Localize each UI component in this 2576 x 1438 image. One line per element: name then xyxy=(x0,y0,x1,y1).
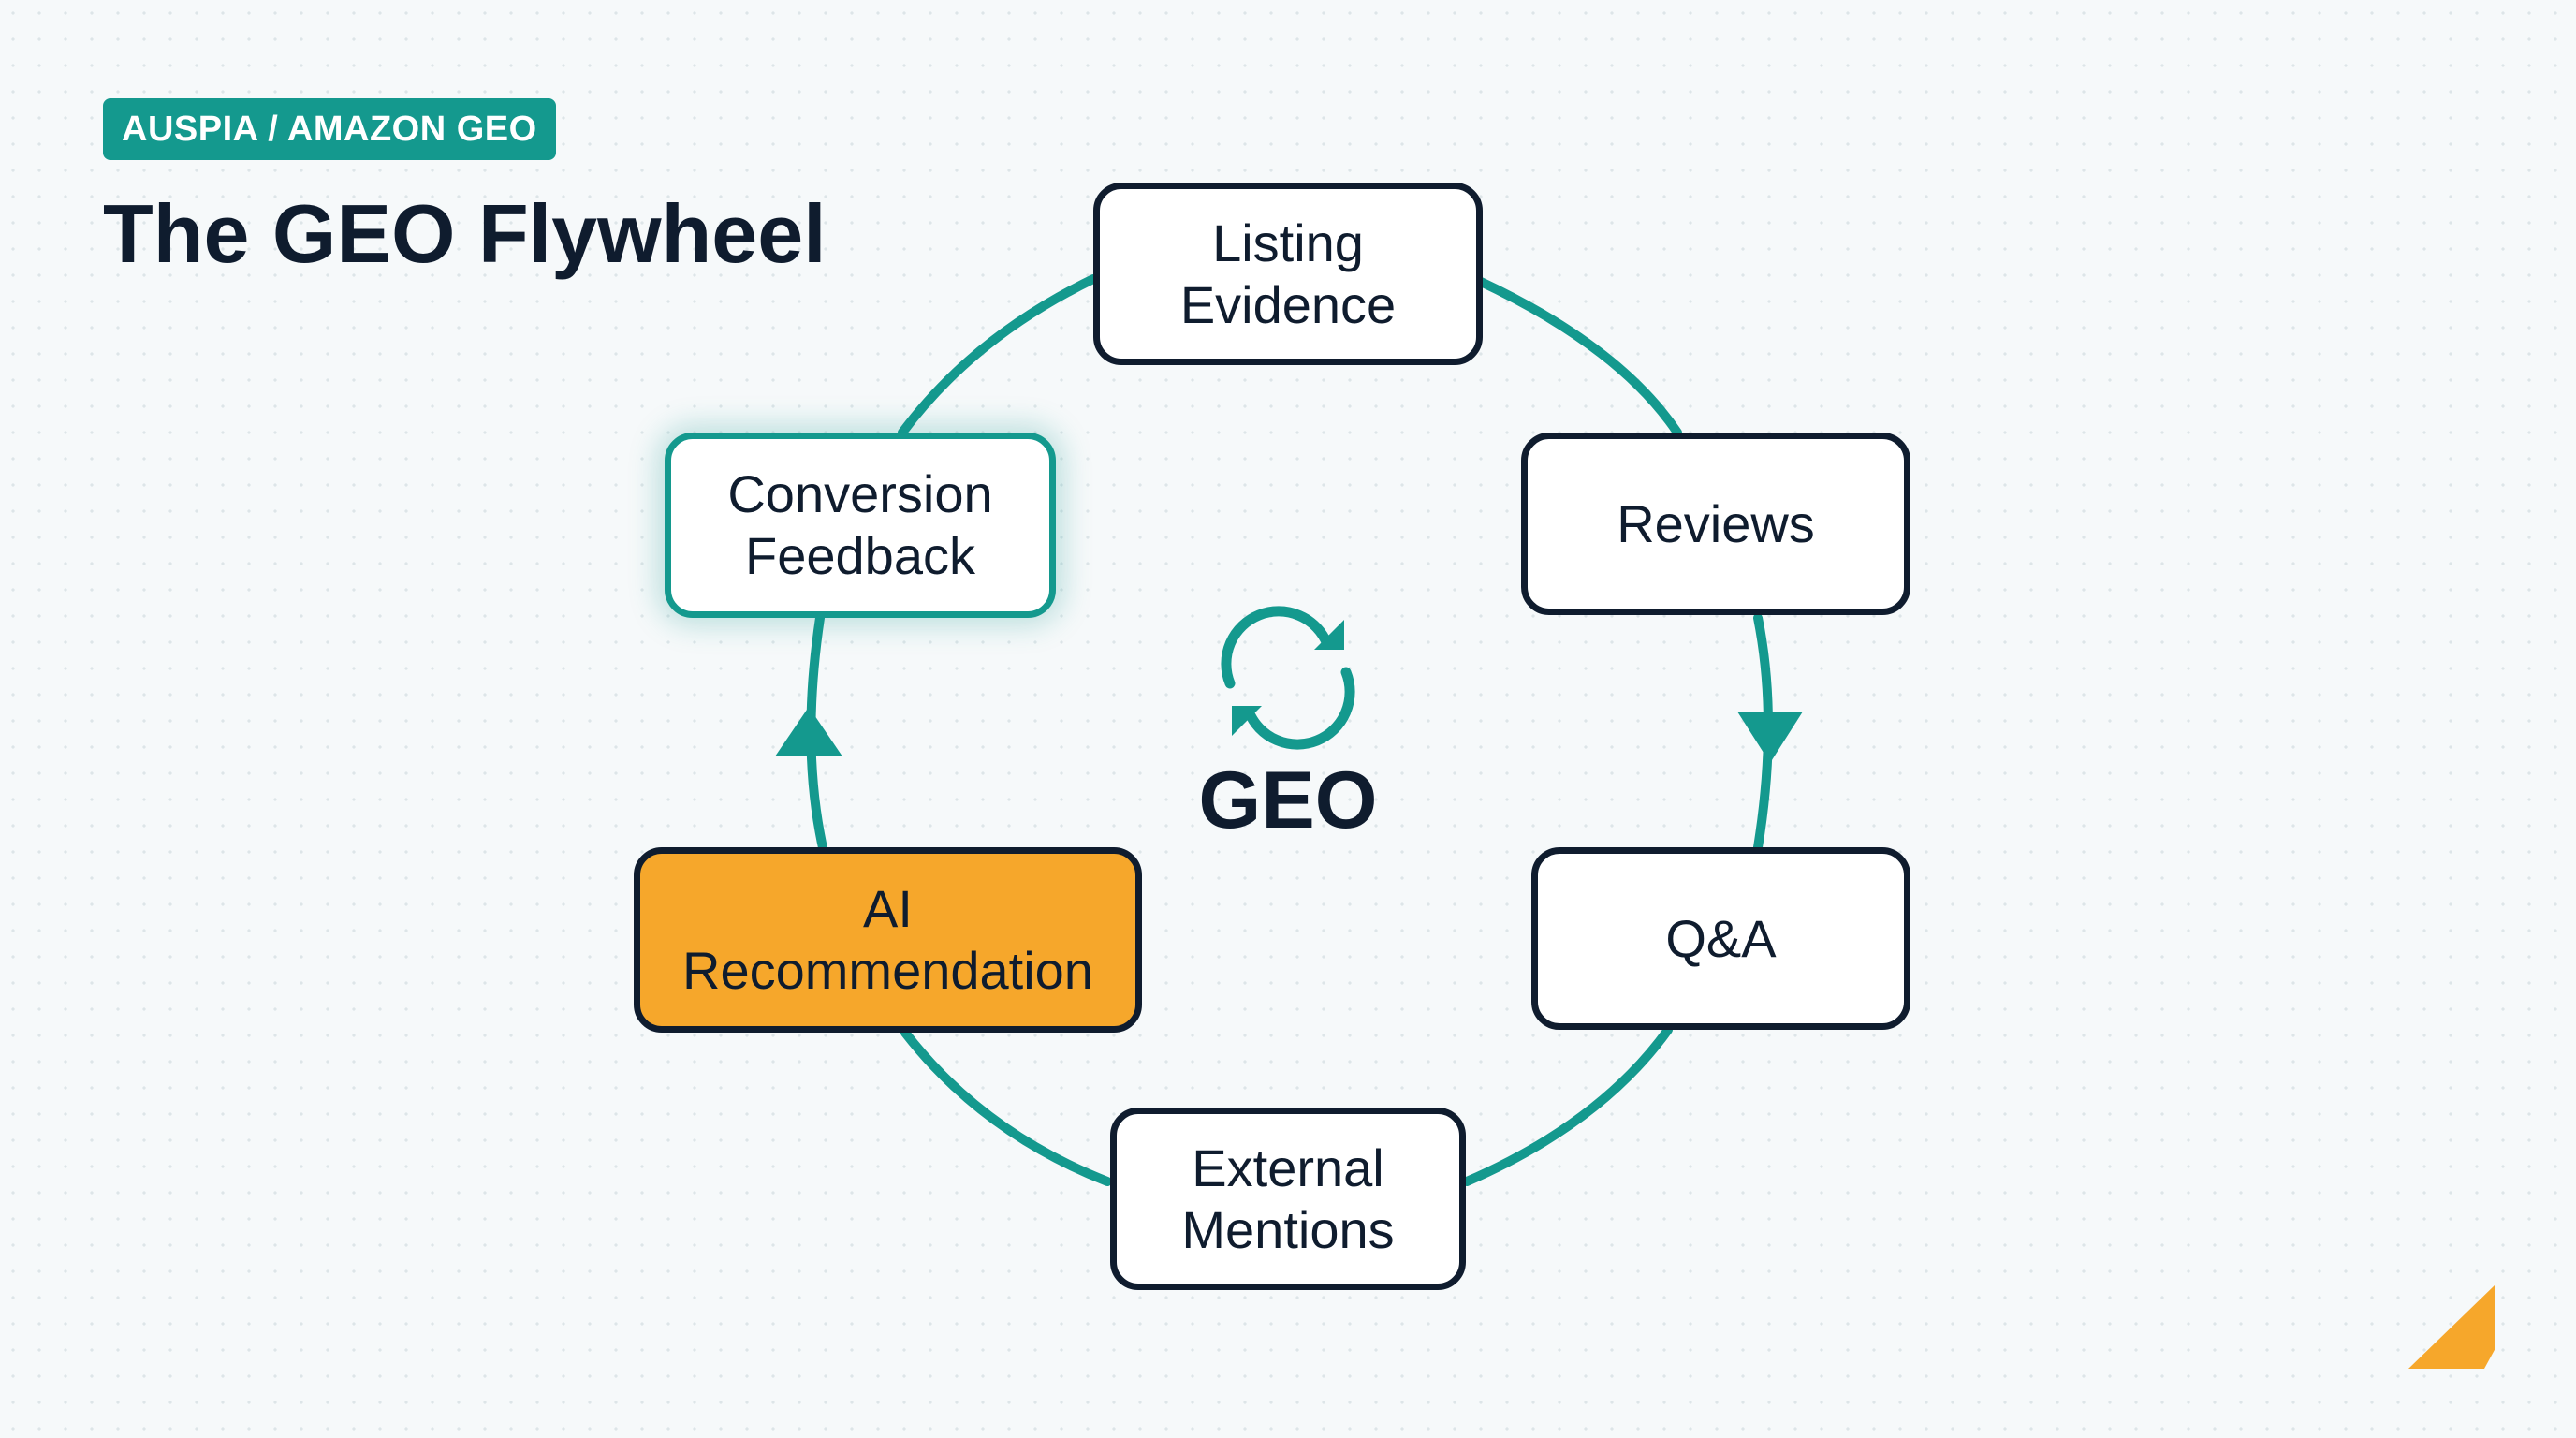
page-title: The GEO Flywheel xyxy=(103,187,827,280)
node-label: Q&A xyxy=(1665,908,1777,968)
flow-arc-conversion-to-listing xyxy=(898,274,1098,437)
brand-badge: AUSPIA / AMAZON GEO xyxy=(103,98,556,160)
node-label: Conversion Feedback xyxy=(727,464,993,585)
node-ai-recommendation: AI Recommendation xyxy=(634,847,1142,1033)
refresh-arrowhead-icon xyxy=(1232,706,1262,736)
arrow-up-icon xyxy=(775,707,842,756)
node-conversion-feedback: Conversion Feedback xyxy=(665,433,1056,618)
node-qa: Q&A xyxy=(1531,847,1910,1030)
center-label: GEO xyxy=(1198,756,1378,845)
node-label: Listing Evidence xyxy=(1179,213,1397,334)
node-label: AI Recommendation xyxy=(682,879,1093,1000)
node-label: Reviews xyxy=(1617,493,1815,553)
node-reviews: Reviews xyxy=(1521,433,1910,615)
node-listing-evidence: Listing Evidence xyxy=(1093,183,1483,365)
node-label: External Mentions xyxy=(1181,1137,1395,1259)
flow-arc-mentions-to-ai xyxy=(900,1028,1112,1186)
flow-arc-qa-to-mentions xyxy=(1462,1025,1673,1186)
flow-arc-listing-to-reviews xyxy=(1474,276,1682,437)
refresh-arrowhead-icon xyxy=(1314,620,1344,650)
arrow-down-icon xyxy=(1737,712,1803,763)
corner-triangle-icon xyxy=(2408,1284,2496,1369)
refresh-cycle-icon xyxy=(1221,606,1355,750)
node-external-mentions: External Mentions xyxy=(1110,1108,1466,1290)
